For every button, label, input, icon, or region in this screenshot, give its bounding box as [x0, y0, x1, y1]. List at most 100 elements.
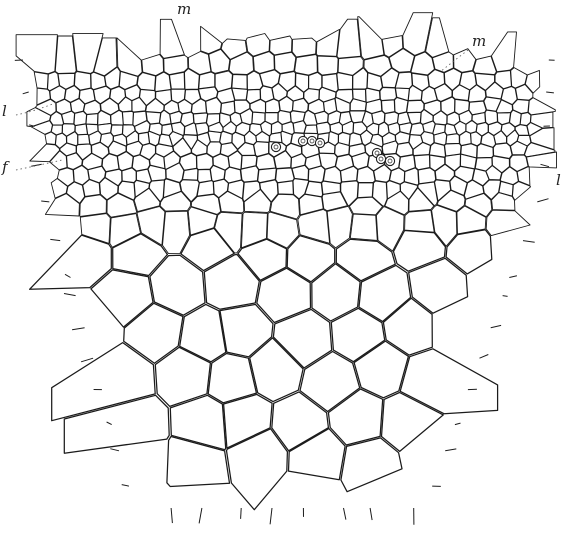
tissue-cell	[336, 18, 362, 59]
tissue-cell	[356, 166, 376, 183]
tissue-cell	[154, 71, 172, 92]
tissue-cell	[154, 346, 212, 408]
tissue-cell	[203, 253, 260, 310]
vessel-cell	[314, 137, 326, 149]
tissue-cell	[50, 178, 68, 199]
vessel-lumen	[309, 138, 315, 144]
vessel-cell	[384, 155, 396, 167]
tissue-cell	[500, 86, 518, 105]
tissue-cell	[277, 180, 294, 195]
tissue-cell	[316, 121, 331, 135]
vessel-cell	[270, 141, 282, 153]
tissue-cell	[126, 140, 143, 157]
tissue-cell	[526, 122, 543, 137]
tissue-cell	[357, 16, 385, 60]
tissue-cell	[287, 427, 346, 481]
tissue-cell	[99, 132, 114, 148]
tissue-cell	[191, 98, 207, 115]
tissue-cell	[271, 83, 288, 102]
tissue-cell	[208, 48, 231, 74]
tissue-cell	[214, 211, 243, 254]
tissue-cell	[294, 54, 318, 76]
cut-wall-stub	[502, 295, 508, 297]
tissue-cell	[172, 137, 192, 158]
tissue-cell	[85, 113, 99, 125]
cut-wall-stub	[121, 484, 130, 487]
cut-wall-stub	[170, 507, 173, 524]
tissue-cell	[109, 86, 126, 105]
tissue-cell	[66, 181, 86, 204]
tissue-cell	[341, 120, 354, 135]
label-m-right: m	[472, 32, 487, 50]
tissue-cell	[207, 130, 222, 143]
tissue-cell	[321, 73, 339, 93]
tissue-cell	[83, 99, 102, 115]
tissue-cell	[190, 193, 222, 215]
tissue-cell	[334, 142, 350, 157]
tissue-cell	[118, 96, 133, 113]
tissue-cell	[179, 303, 227, 363]
tissue-cell	[394, 97, 409, 115]
label-f-left: f	[2, 158, 8, 176]
tissue-cell	[233, 99, 251, 115]
tissue-cell	[237, 238, 288, 281]
tissue-cell	[79, 194, 107, 217]
tissue-cell	[177, 99, 193, 115]
tissue-cell	[191, 139, 208, 156]
tissue-cell	[515, 83, 534, 101]
tissue-cell	[456, 205, 487, 235]
tissue-cell	[63, 394, 170, 454]
tissue-cell	[402, 12, 434, 56]
tissue-cell	[109, 213, 141, 248]
cut-wall-stub	[80, 357, 94, 363]
tissue-cell	[108, 140, 127, 157]
tissue-cell	[82, 179, 101, 197]
tissue-cell	[253, 141, 270, 157]
tissue-cell	[252, 51, 275, 74]
tissue-cell	[490, 31, 517, 73]
tissue-cell	[352, 67, 368, 90]
tissue-cell	[409, 122, 425, 136]
tissue-cell	[326, 205, 353, 249]
tissue-cell	[425, 17, 450, 58]
tissue-cell	[220, 38, 248, 60]
tissue-cell	[249, 337, 304, 403]
tissue-cell	[106, 192, 138, 218]
tissue-cell	[73, 110, 87, 126]
tissue-cell	[317, 55, 339, 76]
tissue-cell	[417, 181, 438, 207]
tissue-cell	[407, 85, 423, 101]
tissue-cell	[273, 150, 292, 169]
tissue-cell	[334, 96, 351, 113]
tissue-cell	[44, 131, 57, 145]
cut-wall-stub	[454, 422, 461, 426]
tissue-cell	[314, 110, 329, 125]
tissue-cell	[516, 166, 531, 187]
tissue-cell	[61, 123, 76, 137]
tissue-cell	[379, 87, 397, 101]
label-l-left: l	[2, 102, 7, 120]
tissue-cell	[125, 130, 139, 146]
tissue-cell	[485, 165, 503, 181]
tissue-cell	[337, 56, 364, 76]
cut-wall-stub	[31, 163, 42, 167]
tissue-cell	[375, 206, 405, 252]
tissue-cell	[431, 204, 458, 247]
tissue-cell	[77, 133, 91, 145]
tissue-cell	[184, 68, 200, 90]
tissue-cell	[382, 297, 433, 356]
tissue-cell	[327, 388, 384, 446]
tissue-cell	[231, 131, 246, 150]
tissue-cell	[485, 81, 504, 100]
cut-wall-stub	[198, 507, 203, 524]
tissue-cell	[453, 48, 477, 73]
tissue-cell	[395, 87, 410, 101]
tissue-cell	[198, 86, 219, 102]
cut-wall-stub	[29, 124, 35, 127]
tissue-cell	[116, 37, 143, 77]
tissue-cell	[246, 70, 264, 91]
tissue-cell	[169, 394, 227, 451]
tissue-cell	[295, 72, 309, 93]
tissue-cell	[493, 130, 507, 145]
